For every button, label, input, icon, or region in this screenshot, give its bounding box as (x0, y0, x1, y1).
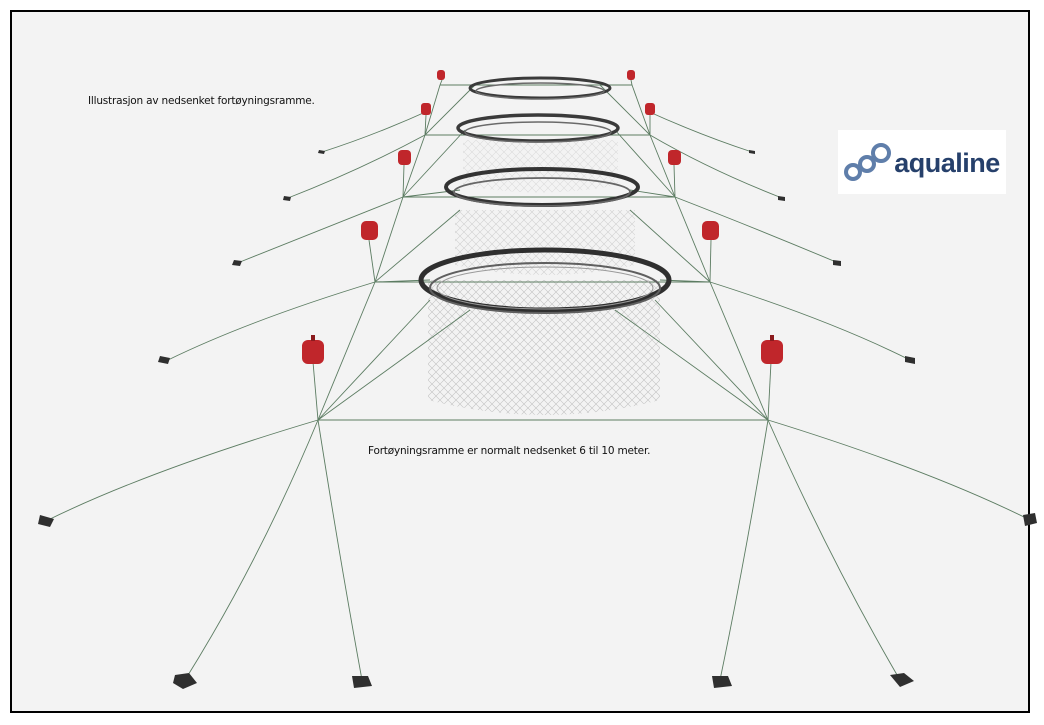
mooring-frame-lines (312, 79, 772, 421)
anchor-icon (712, 676, 732, 688)
anchor-icon (232, 260, 242, 266)
anchor-icon (890, 673, 914, 687)
anchor-icon (778, 196, 785, 201)
buoy-icon (361, 221, 378, 240)
aqualine-logo: aqualine (838, 130, 1006, 194)
buoy-icon (668, 150, 681, 165)
anchor-icon (905, 356, 915, 364)
anchor-icon (318, 150, 325, 154)
anchor-icon (352, 676, 372, 688)
anchor-icon (833, 260, 841, 266)
caption-depth: Fortøyningsramme er normalt nedsenket 6 … (368, 445, 651, 457)
buoy-icon (437, 70, 445, 80)
buoy-icon (302, 335, 324, 364)
anchor-icon (38, 515, 54, 527)
anchor-icon (1023, 513, 1037, 526)
cage-nets (428, 140, 660, 415)
buoy-icon (421, 103, 431, 115)
anchor-icon (283, 196, 291, 201)
buoy-icon (645, 103, 655, 115)
anchors (38, 150, 1037, 689)
anchor-icon (158, 356, 170, 364)
three-linked-circles-icon (844, 143, 892, 181)
anchor-icon (749, 150, 755, 154)
buoys (302, 70, 783, 364)
caption-illustration: Illustrasjon av nedsenket fortøyningsram… (88, 95, 315, 107)
buoy-icon (761, 335, 783, 364)
anchor-icon (173, 673, 197, 689)
buoy-icon (702, 221, 719, 240)
buoy-icon (398, 150, 411, 165)
anchor-lines (47, 109, 1031, 681)
cage-rings (418, 76, 672, 314)
buoy-icon (627, 70, 635, 80)
logo-wordmark: aqualine (894, 147, 1000, 178)
